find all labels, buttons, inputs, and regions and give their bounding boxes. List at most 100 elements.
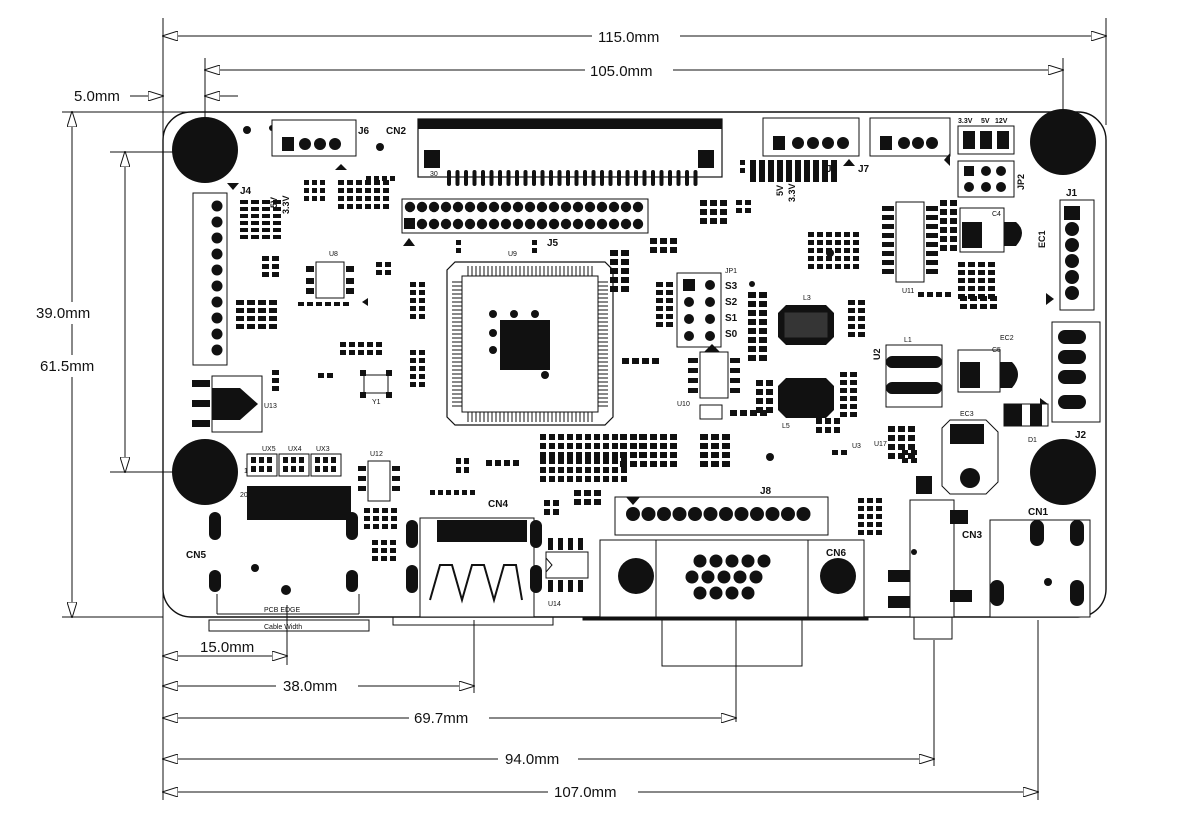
smd-pad (603, 443, 609, 449)
smd-pad (258, 308, 266, 313)
v33-j9-label: 3.3V (787, 183, 797, 202)
mounting-hole-top-left (172, 117, 238, 183)
j8-pin (657, 507, 671, 521)
smd-pad (236, 308, 244, 313)
smd-pad (700, 209, 707, 215)
smd-pad (660, 461, 667, 467)
j5-header (401, 198, 649, 246)
cn4-hdmi-connector (406, 517, 542, 618)
j4-pin (211, 200, 223, 212)
smd-pad (650, 461, 657, 467)
smd-pad (858, 530, 864, 535)
smd-pad (272, 256, 279, 261)
smd-pad (853, 264, 859, 269)
smd-pad (374, 188, 380, 193)
ux-pin (323, 457, 328, 463)
smd-pad (273, 214, 281, 218)
j9-connector (750, 117, 860, 182)
j5-pin (584, 201, 596, 213)
j7-label: J7 (858, 164, 870, 175)
smd-pad (958, 270, 965, 275)
smd-pad (867, 522, 873, 527)
smd-pad (320, 196, 325, 201)
u11-pin (882, 224, 894, 229)
smd-pad (898, 426, 905, 432)
pcb-edge-label: PCB EDGE (264, 607, 301, 614)
smd-pad (660, 247, 667, 253)
smd-pad (850, 388, 857, 393)
smd-pad (748, 328, 756, 334)
j8-pin (626, 507, 640, 521)
smd-pad (262, 228, 270, 232)
smd-pad (867, 506, 873, 511)
dim-label-5: 5.0mm (74, 88, 120, 105)
smd-pad (808, 232, 814, 237)
smd-pad (940, 245, 947, 251)
j4-label: J4 (240, 186, 252, 197)
smd-pad (710, 200, 717, 206)
smd-pad (630, 461, 637, 467)
smd-pad (670, 434, 677, 440)
smd-pad (567, 476, 573, 482)
smd-pad (902, 458, 908, 463)
j5-pin (476, 201, 488, 213)
smd-pad (650, 443, 657, 449)
smd-pad (374, 196, 380, 201)
smd-pad (419, 290, 425, 295)
smd-pad (349, 342, 355, 347)
smd-pad (621, 467, 627, 473)
smd-pad (456, 240, 461, 245)
y1-crystal (360, 370, 392, 398)
smd-pad (340, 342, 346, 347)
j5-pin (632, 201, 644, 213)
smd-pad (382, 508, 388, 513)
j5-pin (548, 201, 560, 213)
smd-pad (940, 218, 947, 224)
cn2-pin (651, 170, 655, 186)
cn2-pin-label: 30 (430, 171, 438, 178)
smd-pad (666, 290, 673, 295)
u11-pin (882, 260, 894, 265)
j5-pin (596, 201, 608, 213)
cn2-pin (532, 170, 536, 186)
smd-pad (338, 204, 344, 209)
smd-pad (700, 452, 708, 458)
smd-pad (640, 461, 647, 467)
ux-pin (251, 466, 256, 472)
j5-pin (620, 201, 632, 213)
smd-pad (262, 221, 270, 225)
smd-pad (640, 452, 647, 458)
smd-pad (835, 248, 841, 253)
smd-pad (950, 209, 957, 215)
smd-pad (610, 268, 618, 274)
smd-pad (376, 350, 382, 355)
j4-pin (211, 312, 223, 324)
smd-pad (745, 208, 751, 213)
smd-pad (594, 452, 600, 458)
smd-pad (367, 342, 373, 347)
smd-pad (720, 209, 727, 215)
smd-pad (656, 322, 663, 327)
ux-pin (299, 457, 304, 463)
smd-pad (908, 426, 915, 432)
vga-pin (733, 570, 747, 584)
smd-pad (240, 214, 248, 218)
jp2-voltage-jumper (957, 125, 1015, 198)
smd-pad (367, 350, 373, 355)
smd-pad (410, 350, 416, 355)
smd-pad (373, 524, 379, 529)
ux3-label: UX3 (316, 446, 330, 453)
vga-pin (741, 554, 755, 568)
smd-pad (558, 443, 564, 449)
smd-pad (844, 240, 850, 245)
smd-pad (358, 350, 364, 355)
smd-pad (888, 426, 895, 432)
smd-pad (960, 304, 967, 309)
l3-inductor (778, 305, 834, 345)
smd-pad (585, 452, 591, 458)
j5-pin (500, 218, 512, 230)
smd-pad (258, 300, 266, 305)
smd-pad (835, 232, 841, 237)
cn2-label: CN2 (386, 126, 406, 137)
